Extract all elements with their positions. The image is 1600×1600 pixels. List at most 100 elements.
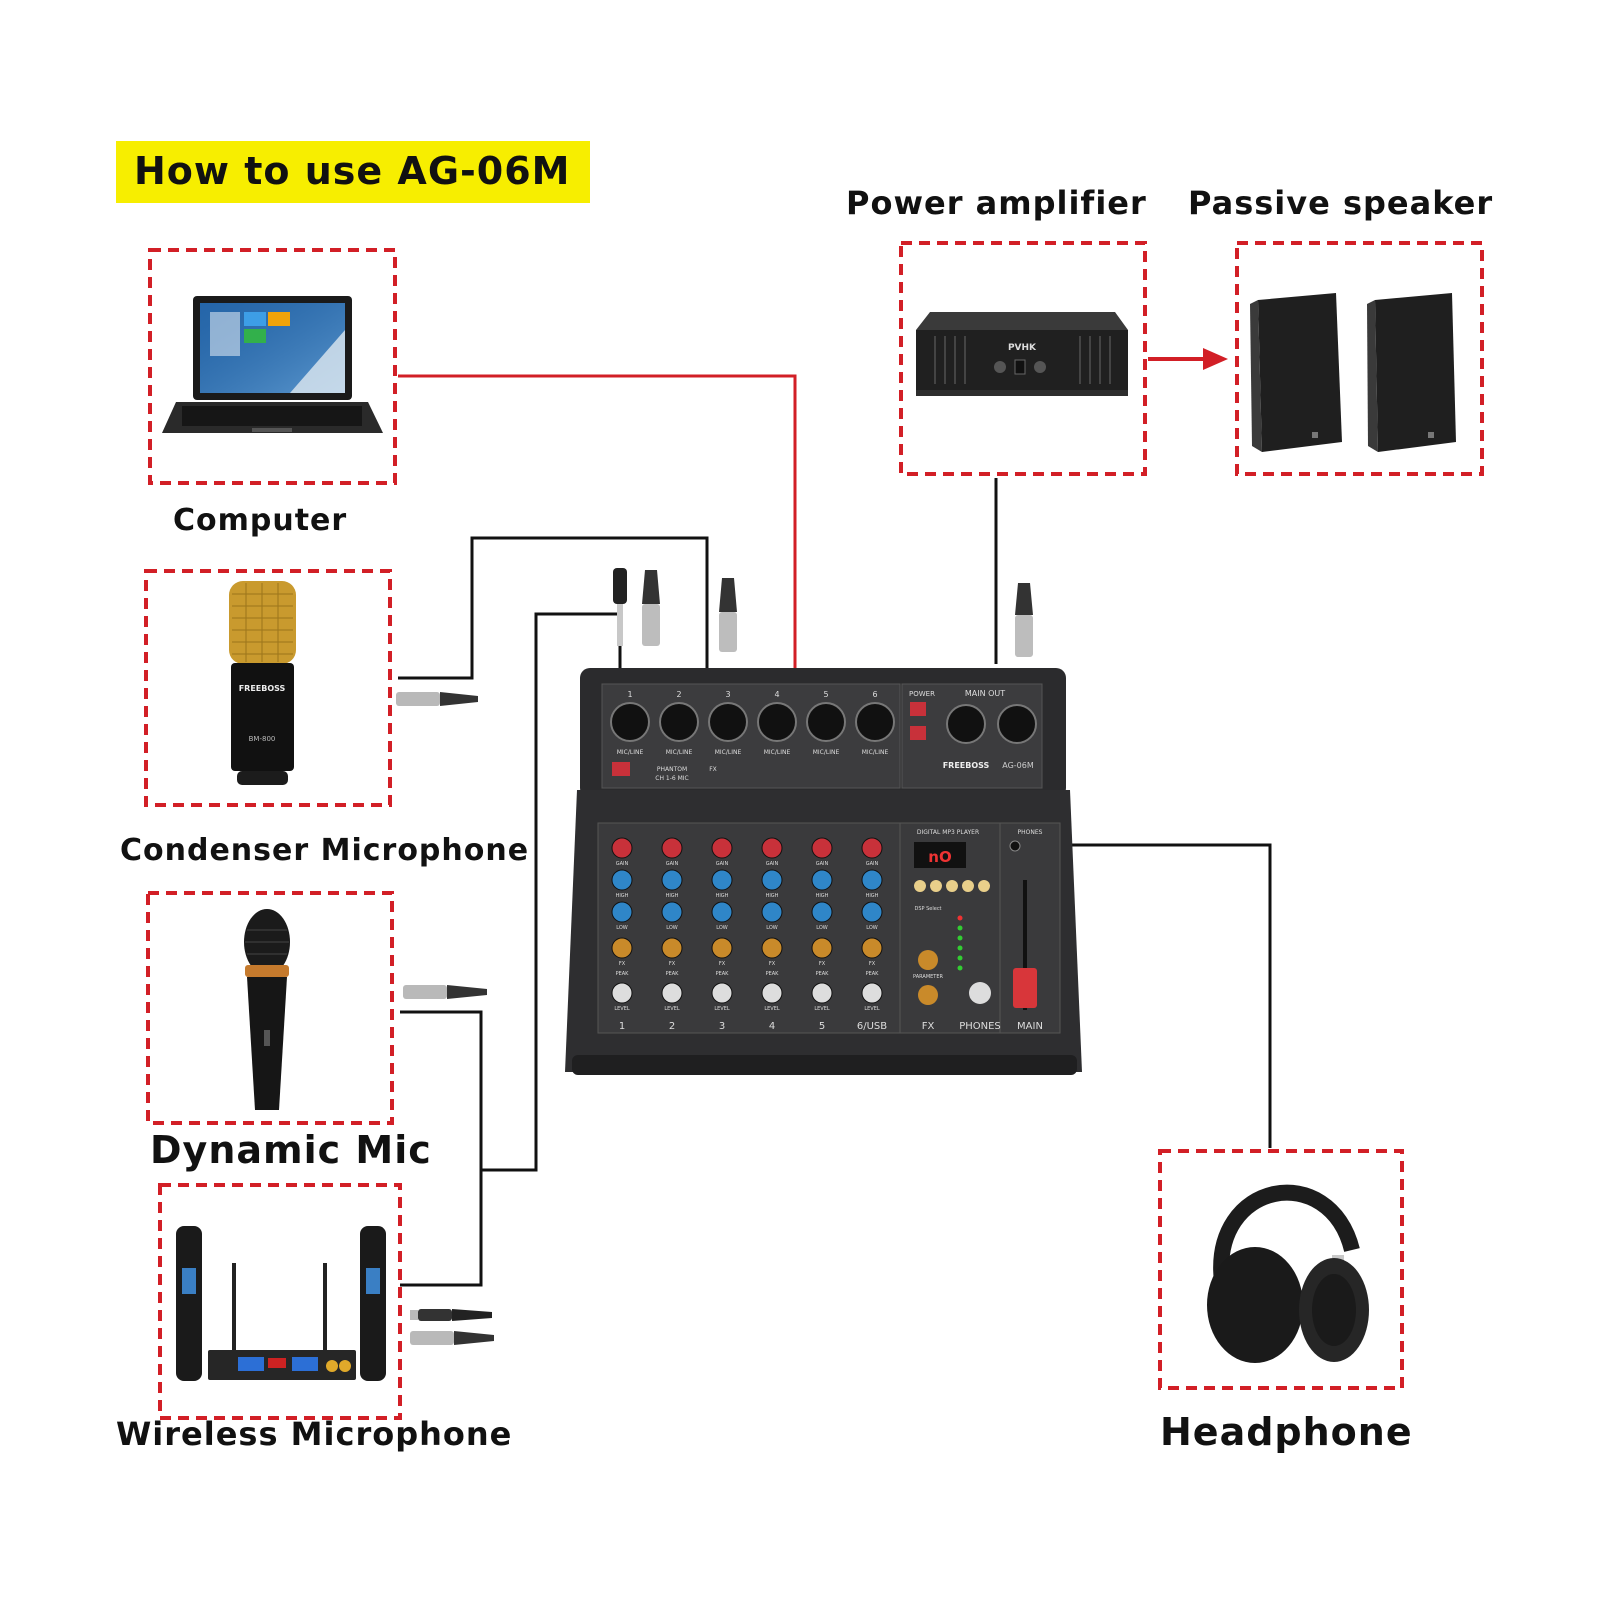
channel-1-knob-label: GAIN xyxy=(616,861,629,867)
channel-4-knob-label: GAIN xyxy=(766,861,779,867)
fx-list-label: FX xyxy=(709,766,717,773)
mp3-buttons xyxy=(914,880,990,892)
channel-4-high-knob xyxy=(761,869,783,891)
channel-5-knob-label: LEVEL xyxy=(814,1006,830,1012)
channel-4-knob-label: LEVEL xyxy=(764,1006,780,1012)
channel-6-knob-label: LEVEL xyxy=(864,1006,880,1012)
wireless-mic-frame xyxy=(158,1183,402,1420)
parameter-label: PARAMETER xyxy=(913,974,943,980)
headphone-image xyxy=(1207,1184,1369,1363)
channel-1-peak-label: PEAK xyxy=(616,971,630,977)
power-amp-frame xyxy=(899,241,1147,476)
channel-2-knob-label: GAIN xyxy=(666,861,679,867)
power-amp-image: PVHK xyxy=(916,312,1128,396)
power-switch xyxy=(910,702,926,716)
channel-3-level-knob xyxy=(711,982,733,1004)
channel-3-low-knob xyxy=(711,901,733,923)
xlr-plug-ch1 xyxy=(642,570,660,646)
channel-3-knob-label: FX xyxy=(719,961,726,967)
xlr-plug-dynamic xyxy=(403,985,487,999)
channel-2-level-knob xyxy=(661,982,683,1004)
fx-section-label: FX xyxy=(922,1021,935,1032)
amp-to-speaker-arrow xyxy=(1148,348,1228,370)
channel-5-knob-label: GAIN xyxy=(816,861,829,867)
channel-6-knob-label: LOW xyxy=(866,925,878,931)
mp3-display xyxy=(914,842,966,868)
parameter-knob xyxy=(918,950,938,970)
dynamic-mic-frame xyxy=(146,891,394,1125)
channel-6-level-knob xyxy=(861,982,883,1004)
title-banner: How to use AG-06M xyxy=(116,141,590,203)
wireless-mic-image xyxy=(176,1226,386,1381)
channel-2-fx-knob xyxy=(661,937,683,959)
jack-plug-ch1 xyxy=(613,568,627,646)
channel-2-knob-label: HIGH xyxy=(666,893,679,899)
channel-1-high-knob xyxy=(611,869,633,891)
channel-3-high-knob xyxy=(711,869,733,891)
channel-1-knob-label: LOW xyxy=(616,925,628,931)
power-amp-label: Power amplifier xyxy=(846,184,1147,222)
input-num-4: 4 xyxy=(774,690,779,699)
channel-6-high-knob xyxy=(861,869,883,891)
channel-4-gain-knob xyxy=(761,837,783,859)
channel-1-knob-label: FX xyxy=(619,961,626,967)
mp3-display-text: nO xyxy=(928,848,951,866)
channel-3-peak-label: PEAK xyxy=(716,971,730,977)
computer-frame xyxy=(148,248,397,485)
channel-6-low-knob xyxy=(861,901,883,923)
main-section-label: MAIN xyxy=(1017,1021,1043,1032)
channel-1-low-knob xyxy=(611,901,633,923)
condenser-mic-label: Condenser Microphone xyxy=(120,833,530,868)
channel-1-level-knob xyxy=(611,982,633,1004)
condenser-mic-image: FREEBOSS BM-800 xyxy=(229,581,296,785)
input-num-6: 6 xyxy=(872,690,877,699)
condenser-mic-cable xyxy=(398,536,709,680)
channel-4-level-knob xyxy=(761,982,783,1004)
speakers-image xyxy=(1250,293,1456,452)
dynamic-mic-cable xyxy=(400,1010,483,1287)
headphone-cable xyxy=(1036,843,1272,1148)
channel-5-knob-label: LOW xyxy=(816,925,828,931)
usb-switch xyxy=(910,726,926,740)
jack-label-5: MIC/LINE xyxy=(813,749,840,756)
channel-4-number: 4 xyxy=(769,1021,775,1032)
phones-level-knob xyxy=(969,982,991,1004)
main-out-label: MAIN OUT xyxy=(965,689,1005,698)
main-out-left-jack xyxy=(946,704,986,744)
channel-2-high-knob xyxy=(661,869,683,891)
channel-4-knob-label: LOW xyxy=(766,925,778,931)
input-num-2: 2 xyxy=(676,690,681,699)
channel-5-peak-label: PEAK xyxy=(816,971,830,977)
channel-2-number: 2 xyxy=(669,1021,675,1032)
channel-4-knob-label: FX xyxy=(769,961,776,967)
main-out-right-jack xyxy=(997,704,1037,744)
channel-4-knob-label: HIGH xyxy=(766,893,779,899)
phones-label-top: PHONES xyxy=(1018,829,1043,836)
channel-2-peak-label: PEAK xyxy=(666,971,680,977)
channel-6-fx-knob xyxy=(861,937,883,959)
mixer-image: 1 2 3 4 5 6 MIC/LINE MIC/LINE MIC/LINE M… xyxy=(565,668,1082,1075)
condenser-mic-model: BM-800 xyxy=(249,735,276,743)
channel-6-peak-label: PEAK xyxy=(866,971,880,977)
channel-1-fx-knob xyxy=(611,937,633,959)
channel-strips: GAINHIGHLOWFXLEVELPEAK1GAINHIGHLOWFXLEVE… xyxy=(611,837,887,1032)
channel-5-knob-label: HIGH xyxy=(816,893,829,899)
jack-label-2: MIC/LINE xyxy=(666,749,693,756)
channel-3-number: 3 xyxy=(719,1021,725,1032)
channel-2-gain-knob xyxy=(661,837,683,859)
phantom-label: PHANTOM xyxy=(657,766,687,773)
input-num-5: 5 xyxy=(823,690,828,699)
channel-3-gain-knob xyxy=(711,837,733,859)
channel-4-peak-label: PEAK xyxy=(766,971,780,977)
input-num-1: 1 xyxy=(627,690,632,699)
channel-3-knob-label: GAIN xyxy=(716,861,729,867)
channel-5-low-knob xyxy=(811,901,833,923)
channel-2-knob-label: LEVEL xyxy=(664,1006,680,1012)
main-fader-knob xyxy=(1013,968,1037,1008)
jack-label-3: MIC/LINE xyxy=(715,749,742,756)
channel-3-knob-label: LEVEL xyxy=(714,1006,730,1012)
phantom-switch xyxy=(612,762,630,776)
dsp-select-label: DSP Select xyxy=(914,906,941,912)
channel-6-knob-label: FX xyxy=(869,961,876,967)
